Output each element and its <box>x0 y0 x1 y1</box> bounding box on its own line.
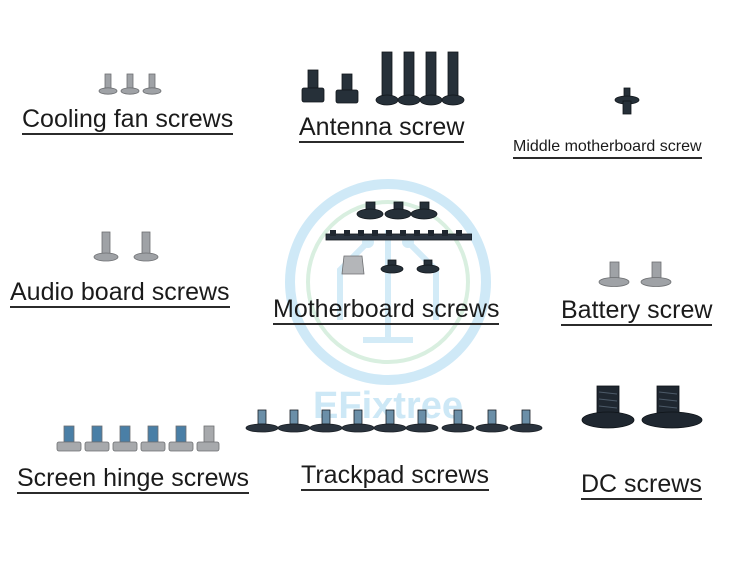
dc-screws-image <box>581 385 703 429</box>
cooling-fan-screws-label: Cooling fan screws <box>22 106 234 136</box>
trackpad-screws-image <box>245 409 543 433</box>
cooling-fan-screws-image <box>98 73 162 95</box>
middle-motherboard-screw-image <box>614 87 640 115</box>
motherboard-screws-label: Motherboard screws <box>273 296 500 326</box>
battery-screws-image <box>598 261 672 287</box>
antenna-screw-label: Antenna screw <box>299 114 465 144</box>
antenna-screws-image <box>301 51 465 106</box>
trackpad-screws-label: Trackpad screws <box>301 462 490 492</box>
watermark-logo: EFixtree <box>285 179 491 427</box>
audio-board-screws-image <box>93 231 159 262</box>
middle-motherboard-screw-label: Middle motherboard screw <box>513 138 702 159</box>
battery-screw-label: Battery screw <box>561 297 713 327</box>
screen-hinge-screws-label: Screen hinge screws <box>17 465 250 495</box>
dc-screws-label: DC screws <box>581 471 702 501</box>
motherboard-screws-image <box>325 201 472 275</box>
screen-hinge-screws-image <box>56 425 220 452</box>
audio-board-screws-label: Audio board screws <box>10 279 230 309</box>
